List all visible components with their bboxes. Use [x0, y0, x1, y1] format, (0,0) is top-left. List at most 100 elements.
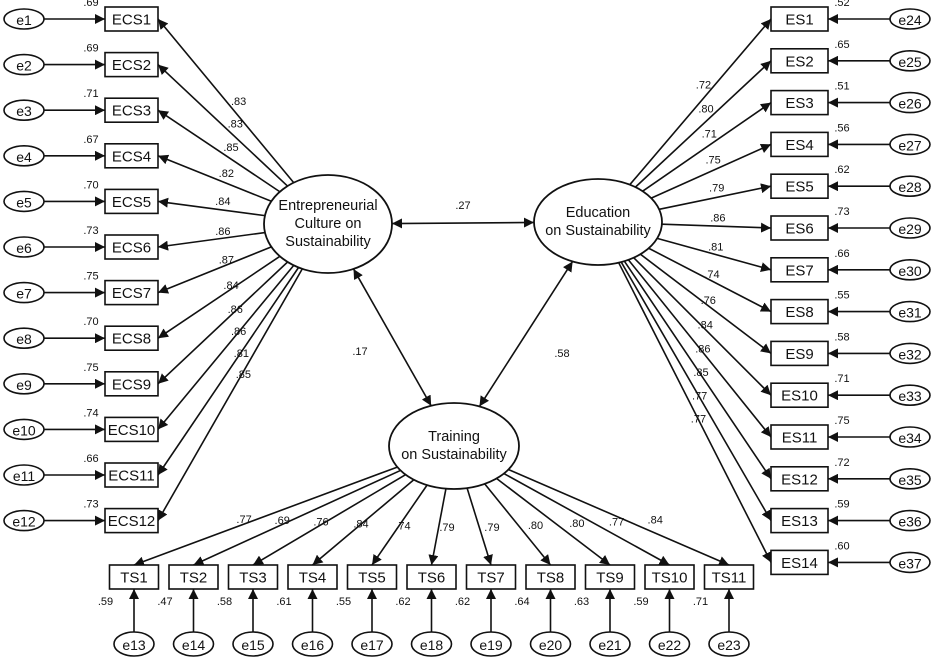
- error-label: e7: [16, 286, 32, 302]
- error-label: e8: [16, 331, 32, 347]
- r-squared-value: .66: [834, 248, 849, 260]
- indicator-box-es14: [770, 549, 829, 576]
- indicator-label: ES12: [781, 471, 818, 488]
- error-label: e17: [360, 637, 384, 653]
- error-label: e4: [16, 149, 32, 165]
- indicator-label: TS11: [712, 570, 747, 587]
- indicator-label: ES9: [785, 346, 813, 363]
- loading-path-ts11: [508, 468, 730, 566]
- loading-path-ecs9: [157, 261, 289, 385]
- indicator-box-es8: [770, 298, 829, 325]
- correlation-ecs-es-value: .27: [455, 200, 470, 212]
- error-label: e21: [598, 637, 622, 653]
- loading-value: .82: [219, 168, 234, 180]
- loading-path-ecs1: [157, 18, 295, 184]
- loading-path-ecs8: [157, 255, 281, 339]
- error-term-e8: [3, 327, 45, 350]
- error-term-e2: [3, 53, 45, 76]
- loading-value: .84: [215, 196, 230, 208]
- indicator-box-ecs5: [104, 188, 159, 215]
- indicator-box-es1: [770, 6, 829, 32]
- error-term-e14: [172, 631, 215, 657]
- latent-education-label-line-1: Education: [566, 205, 631, 221]
- indicator-label: ECS2: [112, 57, 151, 74]
- indicator-box-es7: [770, 256, 829, 283]
- loading-path-es3: [642, 101, 772, 192]
- r-squared-value: .71: [834, 373, 849, 385]
- loading-value: .86: [695, 343, 710, 355]
- loading-value: .84: [698, 319, 713, 331]
- error-term-e32: [889, 342, 931, 365]
- r-squared-value: .70: [83, 179, 98, 191]
- indicator-label: ECS6: [112, 240, 151, 257]
- latent-training-label-line-2: on Sustainability: [401, 447, 507, 463]
- r-squared-value: .63: [574, 596, 589, 608]
- error-label: e12: [12, 514, 36, 530]
- indicator-label: TS2: [180, 570, 208, 587]
- loading-path-es5: [659, 183, 772, 211]
- indicator-label: ECS7: [112, 285, 151, 302]
- error-term-e22: [648, 631, 691, 657]
- loading-value: .80: [698, 104, 713, 116]
- loading-value: .85: [236, 369, 251, 381]
- indicator-box-es6: [770, 215, 829, 241]
- error-label: e3: [16, 103, 32, 119]
- error-term-e23: [708, 631, 750, 657]
- error-term-e21: [589, 631, 631, 657]
- latent-training-ellipse: [388, 402, 520, 490]
- indicator-box-ecs3: [104, 97, 159, 123]
- indicator-label: ES14: [781, 555, 818, 572]
- indicator-label: ECS5: [112, 194, 151, 211]
- loading-value: .81: [708, 242, 723, 254]
- loading-value: .76: [701, 295, 716, 307]
- indicator-label: TS1: [120, 570, 148, 587]
- error-label: e35: [898, 472, 922, 488]
- indicator-label: TS6: [418, 570, 446, 587]
- indicator-box-ts9: [584, 564, 636, 590]
- loading-path-es7: [656, 237, 772, 272]
- error-label: e13: [122, 637, 146, 653]
- r-squared-value: .64: [514, 596, 529, 608]
- error-label: e26: [898, 96, 922, 112]
- loading-value: .72: [696, 80, 711, 92]
- error-term-e30: [889, 258, 931, 281]
- indicator-box-ts11: [703, 564, 755, 590]
- latent-education-ellipse: [533, 178, 663, 266]
- error-label: e16: [301, 637, 325, 653]
- error-term-e13: [113, 631, 155, 657]
- error-label: e15: [241, 637, 265, 653]
- indicator-label: TS10: [652, 570, 688, 587]
- indicator-box-es5: [770, 173, 829, 199]
- loading-value: .81: [234, 348, 249, 360]
- loading-path-ts2: [193, 469, 401, 566]
- indicator-label: ES1: [785, 12, 813, 29]
- indicator-box-ts6: [406, 564, 457, 590]
- loading-path-es13: [620, 261, 772, 522]
- error-term-e7: [3, 281, 45, 304]
- r-squared-value: .62: [395, 596, 410, 608]
- indicator-box-ts7: [465, 564, 517, 590]
- r-squared-value: .60: [834, 540, 849, 552]
- loading-path-ts6: [428, 488, 447, 566]
- indicator-label: ES7: [785, 262, 813, 279]
- error-label: e32: [898, 346, 922, 362]
- loading-path-ts9: [496, 477, 611, 566]
- indicator-label: ES11: [782, 430, 818, 447]
- indicator-label: ECS12: [108, 513, 156, 530]
- correlation-ecs-ts: [352, 268, 432, 407]
- error-term-e1: [3, 8, 45, 30]
- indicator-label: TS7: [477, 570, 505, 587]
- indicator-box-ecs2: [104, 51, 159, 78]
- error-label: e22: [658, 637, 682, 653]
- indicator-box-ecs4: [104, 143, 159, 169]
- indicator-label: ECS1: [112, 12, 151, 29]
- r-squared-value: .58: [217, 596, 232, 608]
- error-term-e25: [889, 49, 931, 72]
- indicator-box-ts4: [287, 564, 338, 590]
- loading-value: .77: [236, 514, 251, 526]
- indicator-label: ES13: [781, 513, 818, 530]
- error-term-e10: [3, 418, 45, 441]
- error-term-e33: [889, 384, 931, 407]
- indicator-box-es3: [770, 89, 829, 116]
